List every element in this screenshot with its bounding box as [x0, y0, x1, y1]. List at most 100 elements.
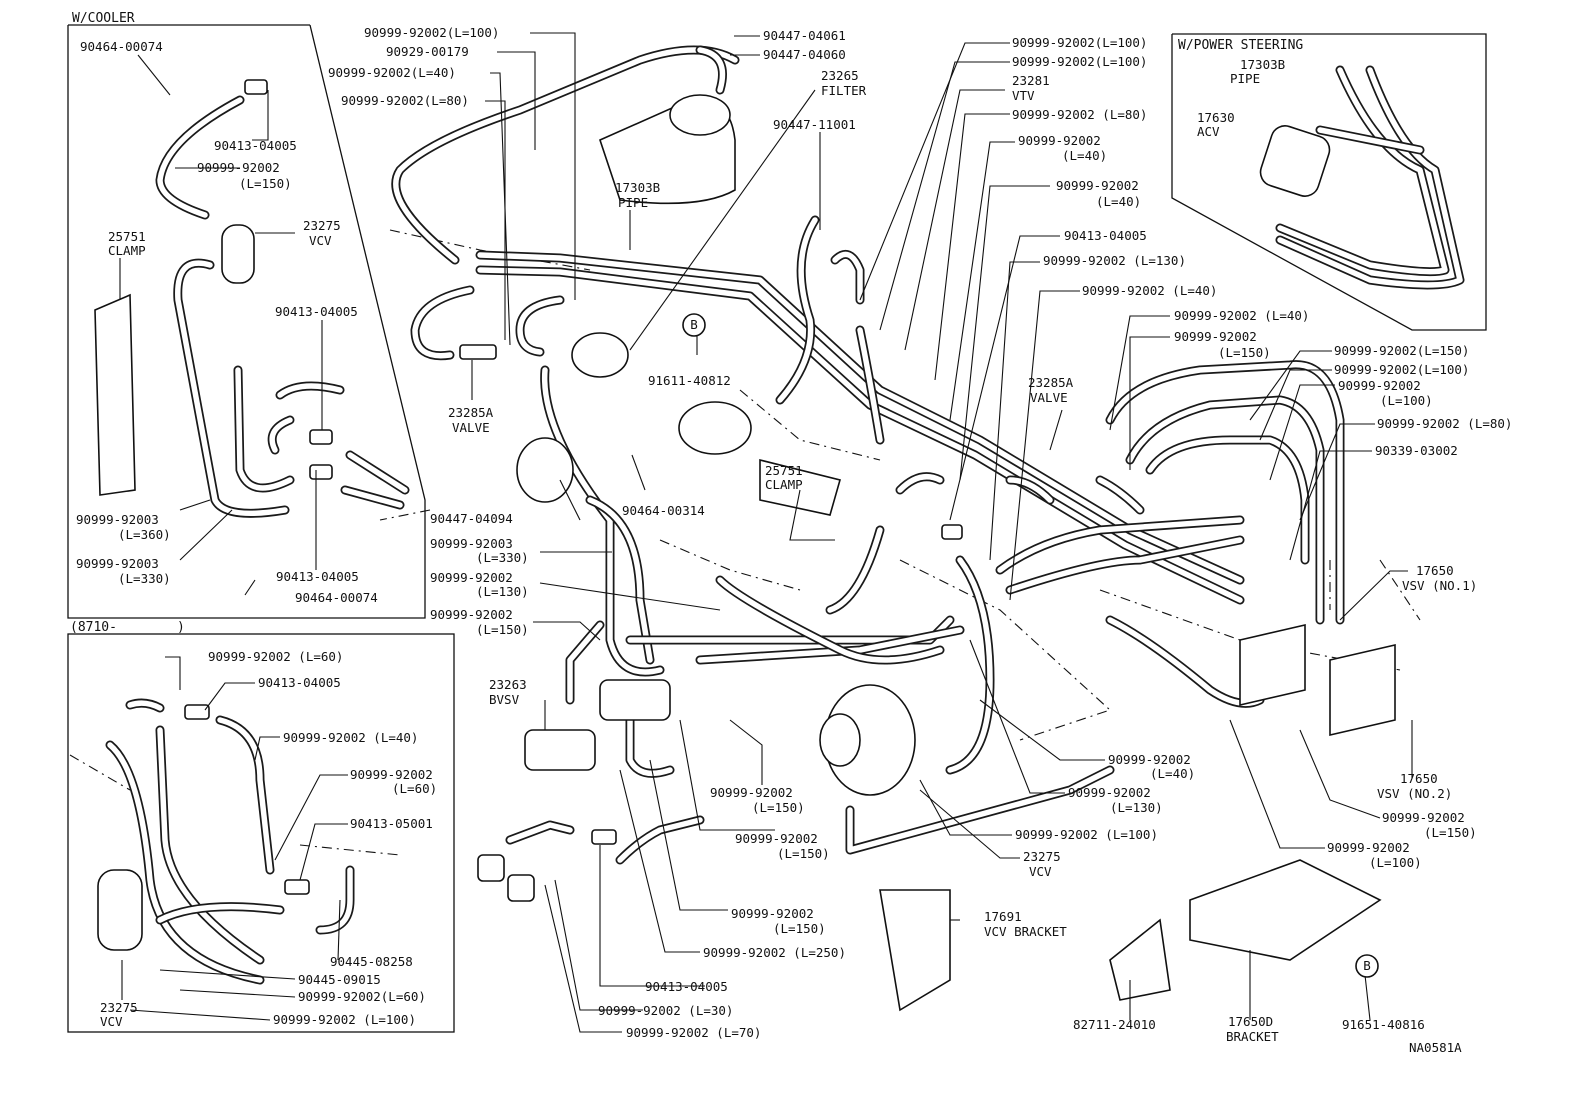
part-callout: 90999-92002 (L=100) — [273, 1012, 416, 1027]
part-callout: 90999-92002 — [1382, 810, 1465, 825]
part-callout: CLAMP — [108, 243, 146, 258]
inset-power-steering — [1171, 33, 1487, 331]
part-callout: 90999-92002 (L=130) — [1043, 253, 1186, 268]
part-callout: VCV — [1029, 864, 1052, 879]
part-callout: 90999-92003 — [76, 556, 159, 571]
part-callout: 23285A — [1028, 375, 1074, 390]
part-callout: 90999-92002 (L=80) — [1377, 416, 1512, 431]
inset-title-from-date-close: ) — [177, 620, 185, 635]
part-callout: VALVE — [1030, 390, 1068, 405]
part-callout: 91611-40812 — [648, 373, 731, 388]
part-callout: 23265 — [821, 68, 859, 83]
part-callout: VCV BRACKET — [984, 924, 1067, 939]
part-callout: 90413-04005 — [258, 675, 341, 690]
part-callout: 90999-92002 — [350, 767, 433, 782]
part-callout: VSV (NO.2) — [1377, 786, 1452, 801]
part-callout: 90999-92002 (L=40) — [1174, 308, 1309, 323]
part-callout: (L=40) — [1096, 194, 1141, 209]
part-callout: CLAMP — [765, 477, 803, 492]
part-callout: 17303B — [615, 180, 660, 195]
part-callout: VCV — [309, 233, 332, 248]
part-callout: 90413-04005 — [214, 138, 297, 153]
part-callout: (L=40) — [1150, 766, 1195, 781]
part-callout: 90999-92003 — [76, 512, 159, 527]
part-callout: 25751 — [765, 463, 803, 478]
part-callout: 90447-11001 — [773, 117, 856, 132]
inset-title-from-date: (8710- — [70, 620, 117, 635]
part-callout: 23263 — [489, 677, 527, 692]
part-callout: (L=130) — [1110, 800, 1163, 815]
part-callout: 90445-08258 — [330, 954, 413, 969]
inset-cooler — [67, 24, 426, 619]
leader-lines — [119, 32, 1413, 1033]
part-callout: PIPE — [1230, 71, 1260, 86]
inset-headers: W/COOLER W/POWER STEERING (8710- ) — [70, 11, 1303, 635]
part-callout: (L=100) — [1380, 393, 1433, 408]
part-callout: 90999-92002 — [1174, 329, 1257, 344]
part-callout: 23281 — [1012, 73, 1050, 88]
part-callout: BVSV — [489, 692, 520, 707]
part-callout: 90999-92002 — [1338, 378, 1421, 393]
marker-b-circle — [682, 313, 706, 337]
part-callout: 90447-04060 — [763, 47, 846, 62]
part-callout: 90413-04005 — [275, 304, 358, 319]
part-callout: 17303B — [1240, 57, 1285, 72]
part-callout: 90999-92002 — [710, 785, 793, 800]
part-callout: (L=360) — [118, 527, 171, 542]
part-callout: 90999-92002 — [1327, 840, 1410, 855]
part-callout: 90999-92002 — [1108, 752, 1191, 767]
part-callout: 90464-00074 — [295, 590, 378, 605]
part-callout: 23285A — [448, 405, 494, 420]
part-callout: 90999-92002 — [1068, 785, 1151, 800]
part-callout: 23275 — [303, 218, 341, 233]
part-callout: 91651-40816 — [1342, 1017, 1425, 1032]
part-callout: VCV — [100, 1014, 123, 1029]
part-callout: 90999-92002 (L=40) — [1082, 283, 1217, 298]
part-callout: 90999-92002(L=40) — [328, 65, 456, 80]
part-callout: 90999-92002 (L=70) — [626, 1025, 761, 1040]
components — [94, 79, 1396, 1012]
part-callout: 90999-92002 (L=100) — [1015, 827, 1158, 842]
part-callout: 90447-04094 — [430, 511, 513, 526]
part-callout: 90999-92002(L=100) — [364, 25, 499, 40]
part-callout: 90999-92002 (L=40) — [283, 730, 418, 745]
part-callout: (L=150) — [239, 176, 292, 191]
part-callout: 90413-04005 — [1064, 228, 1147, 243]
part-callout: (L=150) — [1424, 825, 1477, 840]
part-callout: 90999-92002 (L=250) — [703, 945, 846, 960]
part-callout: 90339-03002 — [1375, 443, 1458, 458]
part-callout: 90999-92002(L=100) — [1012, 35, 1147, 50]
part-callout: 90999-92002 — [731, 906, 814, 921]
part-callout: 90413-05001 — [350, 816, 433, 831]
part-callout: 17691 — [984, 909, 1022, 924]
part-callout: VTV — [1012, 88, 1035, 103]
diagram-code: NA0581A — [1409, 1040, 1462, 1055]
part-callout: (L=130) — [476, 584, 529, 599]
part-callout: 17650D — [1228, 1014, 1273, 1029]
hoses — [105, 45, 1465, 985]
part-callout: 23275 — [1023, 849, 1061, 864]
markers: B B — [682, 313, 1379, 978]
part-callout: (L=150) — [476, 622, 529, 637]
part-callout: 90999-92002 — [430, 570, 513, 585]
part-callout: (L=150) — [773, 921, 826, 936]
part-callout: FILTER — [821, 83, 867, 98]
part-callout: 25751 — [108, 229, 146, 244]
part-callout: 90999-92002(L=60) — [298, 989, 426, 1004]
part-callout: 90999-92002 (L=60) — [208, 649, 343, 664]
part-callout: 90999-92002 — [1056, 178, 1139, 193]
part-callout: 90413-04005 — [276, 569, 359, 584]
part-callout: 90999-92002 (L=80) — [1012, 107, 1147, 122]
part-callout: ACV — [1197, 124, 1220, 139]
part-callout: 90999-92003 — [430, 536, 513, 551]
part-callout: 90929-00179 — [386, 44, 469, 59]
part-callout: PIPE — [618, 195, 648, 210]
callout-labels: 90464-00074 90413-04005 90999-92002 (L=1… — [76, 25, 1512, 1044]
part-callout: VALVE — [452, 420, 490, 435]
part-callout: 90464-00314 — [622, 503, 705, 518]
inset-title-power-steering: W/POWER STEERING — [1178, 38, 1303, 53]
part-callout: (L=60) — [392, 781, 437, 796]
part-callout: 90999-92002 — [1018, 133, 1101, 148]
marker-b-label: B — [1363, 958, 1371, 973]
inset-from-date — [67, 633, 455, 1033]
